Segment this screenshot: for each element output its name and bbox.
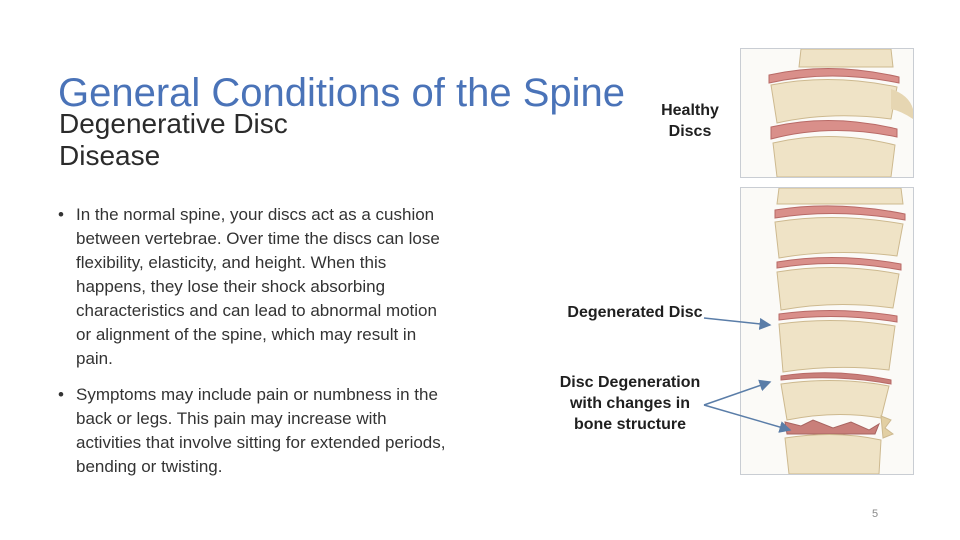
- bullet-item: Symptoms may include pain or numbness in…: [58, 383, 453, 479]
- healthy-discs-caption: Healthy Discs: [661, 102, 719, 140]
- degenerated-disc-caption: Degenerated Disc: [567, 304, 703, 321]
- healthy-spine-image: [740, 48, 914, 178]
- bullet-item: In the normal spine, your discs act as a…: [58, 203, 453, 371]
- slide-subtitle: Degenerative Disc Disease: [59, 108, 288, 171]
- degenerated-spine-image: [740, 187, 914, 475]
- slide-title: General Conditions of the Spine: [58, 71, 626, 115]
- page-number: 5: [872, 508, 879, 520]
- bone-change-caption: Disc Degeneration with changes in bone s…: [559, 374, 701, 433]
- bullet-list: In the normal spine, your discs act as a…: [58, 203, 453, 491]
